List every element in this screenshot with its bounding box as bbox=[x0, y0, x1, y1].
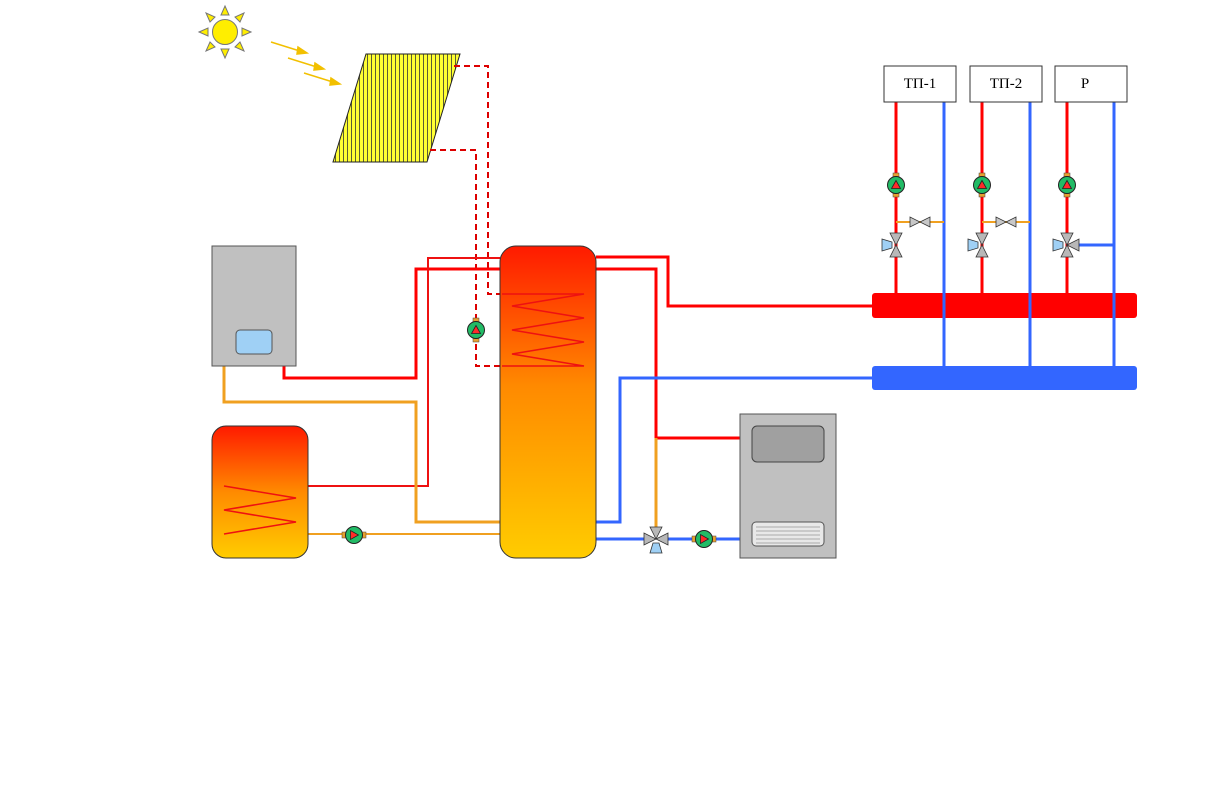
consumer-label: Р bbox=[1081, 76, 1089, 92]
pump-icon bbox=[341, 526, 367, 544]
consumer-label: ТП-1 bbox=[904, 76, 937, 92]
consumer-tp1: ТП-1 bbox=[883, 65, 957, 103]
three-way-valve-icon bbox=[881, 232, 903, 258]
three-way-valve-icon bbox=[967, 232, 989, 258]
consumer-label: ТП-2 bbox=[990, 76, 1023, 92]
pump-icon bbox=[973, 172, 991, 198]
orange-pipes bbox=[222, 366, 658, 528]
sun-rays-arrows bbox=[270, 41, 343, 86]
consumer-circuit-pipes bbox=[894, 102, 1116, 367]
pump-icon bbox=[1058, 172, 1076, 198]
solid-fuel-boiler-icon bbox=[739, 413, 837, 559]
consumer-tp2: ТП-2 bbox=[969, 65, 1043, 103]
pump-icon bbox=[887, 172, 905, 198]
return-header bbox=[872, 366, 1137, 390]
gas-boiler-icon bbox=[211, 245, 297, 367]
balancing-valve-icon bbox=[995, 216, 1017, 228]
buffer-tank-icon bbox=[499, 245, 597, 559]
supply-pipes bbox=[282, 255, 872, 440]
sun-icon bbox=[197, 4, 253, 60]
consumer-r: Р bbox=[1054, 65, 1128, 103]
three-way-valve-icon bbox=[643, 526, 669, 554]
balancing-valve-icon bbox=[909, 216, 931, 228]
dhw-coil-pipe bbox=[228, 257, 500, 487]
solar-collector-icon bbox=[332, 53, 461, 163]
dhw-tank-icon bbox=[211, 425, 309, 559]
pump-icon bbox=[691, 530, 717, 548]
pump-icon bbox=[467, 317, 485, 343]
supply-header bbox=[872, 293, 1137, 318]
